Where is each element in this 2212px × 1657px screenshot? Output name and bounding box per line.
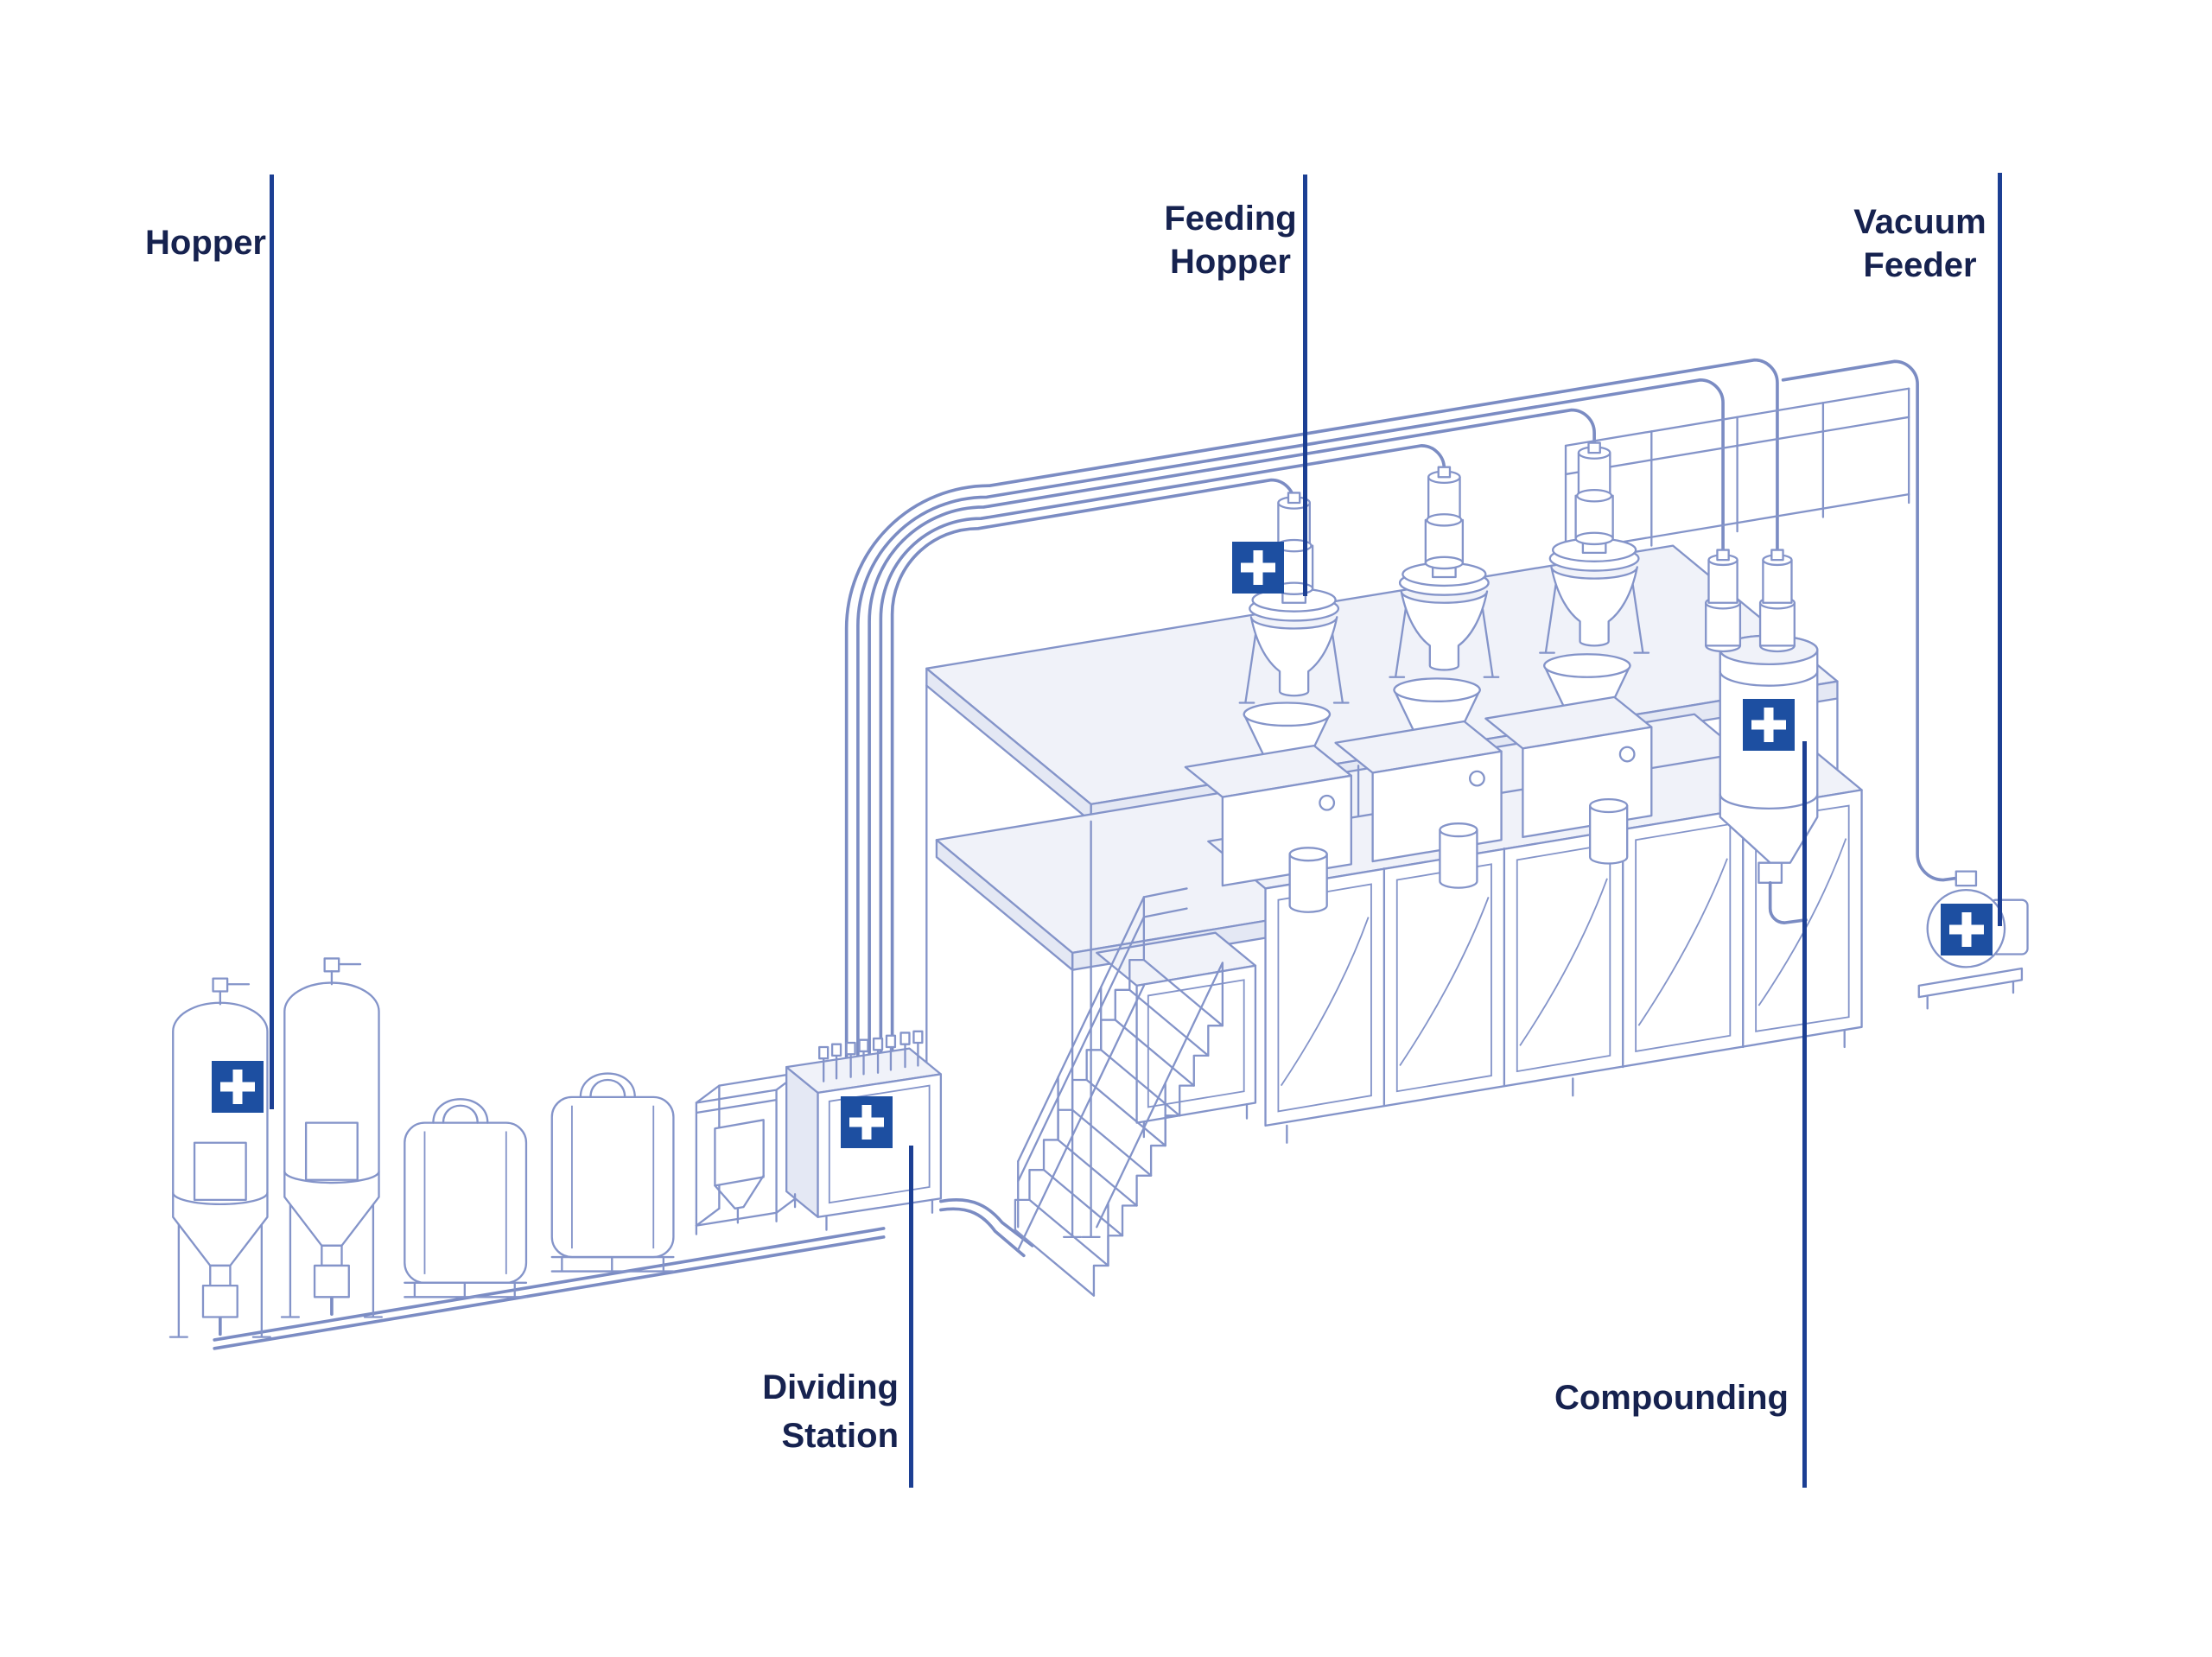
plus-icon [1241, 550, 1275, 585]
compounding-leader-line [1802, 741, 1807, 1488]
label-compounding: Compounding [1554, 1379, 1789, 1417]
frame-station [695, 1071, 801, 1235]
hotspot-compounding[interactable] [1743, 699, 1795, 751]
label-feeding-hopper: Feeding Hopper [1164, 200, 1297, 281]
compounding-unit [1705, 549, 1819, 924]
hotspot-hopper[interactable] [212, 1061, 264, 1113]
label-vacuum-feeder: Vacuum Feeder [1853, 203, 1986, 284]
hotspot-feeding-hopper[interactable] [1232, 542, 1284, 594]
feeding-hopper-leader-line [1303, 175, 1307, 596]
label-dividing-station: Dividing Station [762, 1368, 899, 1455]
material-bins [404, 1072, 675, 1298]
label-hopper: Hopper [145, 224, 266, 262]
conveying-pipes [213, 358, 1967, 1350]
staircase [1014, 887, 1224, 1297]
plus-icon [220, 1070, 255, 1104]
hotspot-dividing-station[interactable] [841, 1096, 893, 1148]
hotspot-vacuum-feeder[interactable] [1941, 904, 1993, 955]
dividing-station-leader-line [909, 1146, 913, 1488]
vacuum-feeder-leader-line [1998, 173, 2002, 926]
dosing-units [1184, 653, 1653, 913]
plus-icon [1949, 912, 1984, 947]
plus-icon [849, 1105, 884, 1140]
hopper-leader-line [270, 175, 274, 1109]
feeding-hopper-units [1238, 441, 1650, 704]
platform-railing [1564, 387, 1910, 562]
plus-icon [1751, 708, 1786, 742]
storage-silos [168, 957, 383, 1338]
